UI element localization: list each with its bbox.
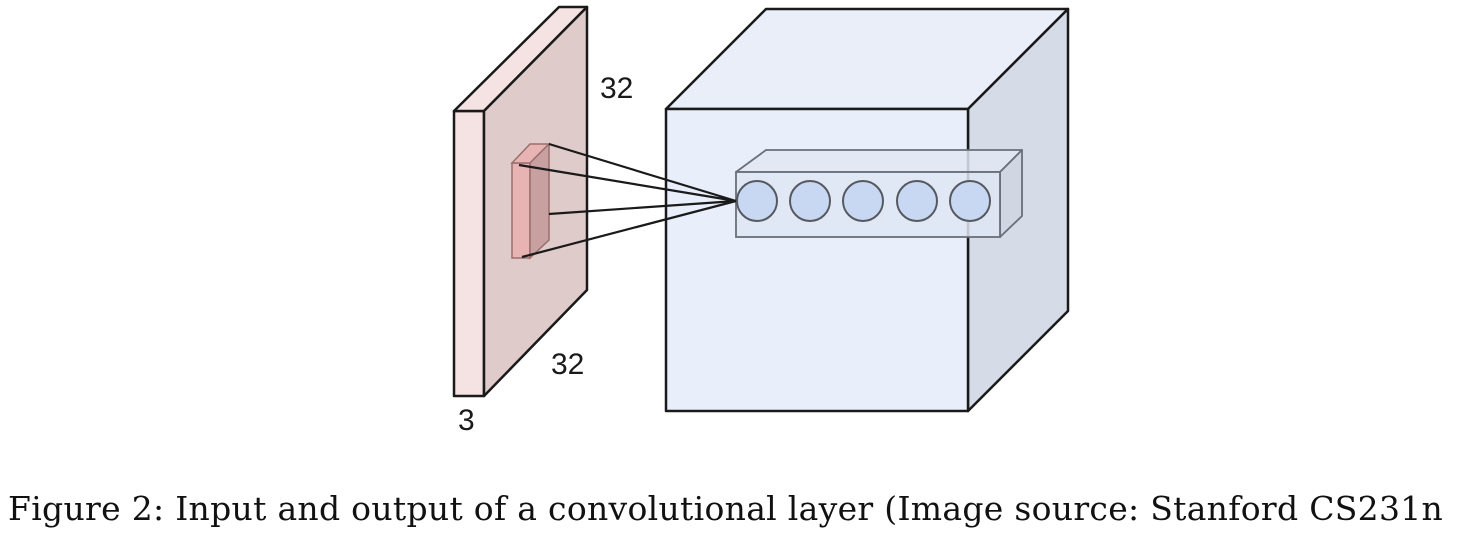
input-volume-front-face: [452, 109, 486, 398]
connection-lines: [518, 142, 737, 259]
input-width-label: 32: [551, 348, 584, 381]
neuron: [949, 180, 991, 222]
neuron: [896, 180, 938, 222]
receptive-field-front-face: [511, 162, 531, 259]
neuron: [736, 180, 778, 222]
connection-line: [521, 199, 737, 259]
neuron: [789, 180, 831, 222]
receptive-field-side-face: [529, 142, 550, 260]
neuron: [842, 180, 884, 222]
connection-line: [518, 163, 737, 203]
figure-caption: Figure 2: Input and output of a convolut…: [8, 489, 1444, 528]
receptive-field: [510, 142, 551, 260]
input-depth-label: 3: [458, 404, 475, 437]
input-height-label: 32: [600, 72, 633, 105]
connection-line: [548, 142, 737, 203]
connection-line: [548, 199, 737, 216]
neuron-column: [735, 149, 1023, 238]
neuron-column-top-face: [735, 149, 1023, 173]
